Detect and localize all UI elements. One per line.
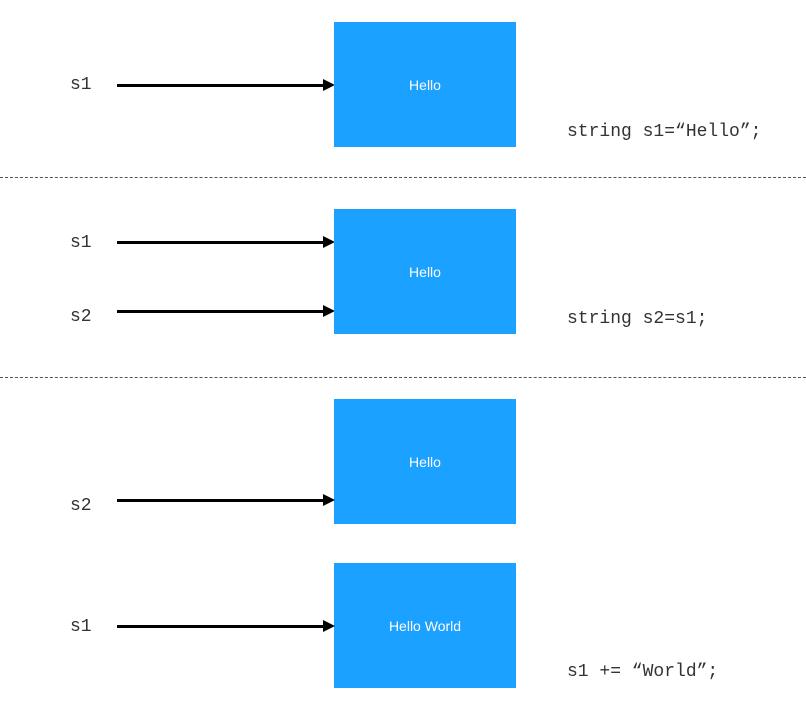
buffer-text: Hello World — [388, 617, 462, 634]
pointer-label-s1: s1 — [70, 233, 92, 253]
string-buffer-box: Hello — [334, 399, 516, 524]
pointer-arrow — [117, 79, 335, 91]
pointer-label-s2: s2 — [70, 496, 92, 516]
pointer-label-s1: s1 — [70, 617, 92, 637]
section-divider — [0, 177, 806, 178]
string-buffer-box: Hello — [334, 22, 516, 147]
code-statement: s1 += “World”; — [567, 662, 719, 682]
pointer-arrow — [117, 305, 335, 317]
pointer-arrow — [117, 494, 335, 506]
pointer-label-s2: s2 — [70, 307, 92, 327]
string-buffer-box: Hello World — [334, 563, 516, 688]
pointer-arrow — [117, 236, 335, 248]
code-statement: string s2=s1; — [567, 309, 708, 329]
pointer-label-s1: s1 — [70, 75, 92, 95]
code-statement: string s1=“Hello”; — [567, 122, 762, 142]
section-divider — [0, 377, 806, 378]
string-buffer-box: Hello — [334, 209, 516, 334]
buffer-text: Hello — [409, 263, 441, 280]
buffer-text: Hello — [409, 453, 441, 470]
buffer-text: Hello — [409, 76, 441, 93]
pointer-arrow — [117, 620, 335, 632]
